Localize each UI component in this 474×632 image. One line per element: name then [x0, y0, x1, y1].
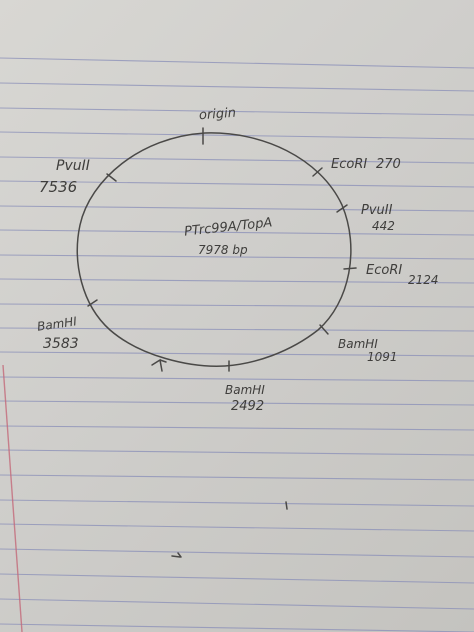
- ecori-2124-label: EcoRI: [366, 263, 403, 278]
- pvuii-442-label: PvuII: [361, 203, 393, 218]
- tick-ecori-270: [312, 167, 323, 177]
- pvuii-7536-position: 7536: [39, 178, 78, 196]
- bamhi-3583-position: 3583: [43, 336, 79, 352]
- tick-bamhi-1091: [319, 324, 329, 335]
- tick-bamhi-3583: [87, 299, 98, 307]
- tick-pvuii-442: [336, 204, 348, 213]
- ecori-270-position: 270: [376, 157, 401, 172]
- ecori-2124-position: 2124: [408, 273, 439, 287]
- stray-mark: [285, 501, 288, 510]
- tick-pvuii-7536: [106, 173, 117, 182]
- bamhi-2492-label: BamHI: [225, 383, 265, 397]
- origin-label: origin: [198, 105, 237, 124]
- plasmid-size: 7978 bp: [198, 243, 248, 257]
- direction-arrow: [151, 358, 167, 372]
- plasmid-circle: [76, 132, 352, 367]
- bamhi-2492-position: 2492: [231, 399, 265, 414]
- pvuii-442-position: 442: [372, 219, 395, 233]
- tick-ecori-2124: [343, 267, 357, 270]
- ecori-270-label: EcoRI: [331, 157, 368, 172]
- bamhi-1091-label: BamHI: [338, 337, 378, 351]
- pvuii-7536-label: PvuII: [56, 158, 90, 174]
- bamhi-1091-position: 1091: [367, 350, 398, 364]
- stray-mark-2: [171, 552, 182, 558]
- margin-line: [2, 364, 23, 632]
